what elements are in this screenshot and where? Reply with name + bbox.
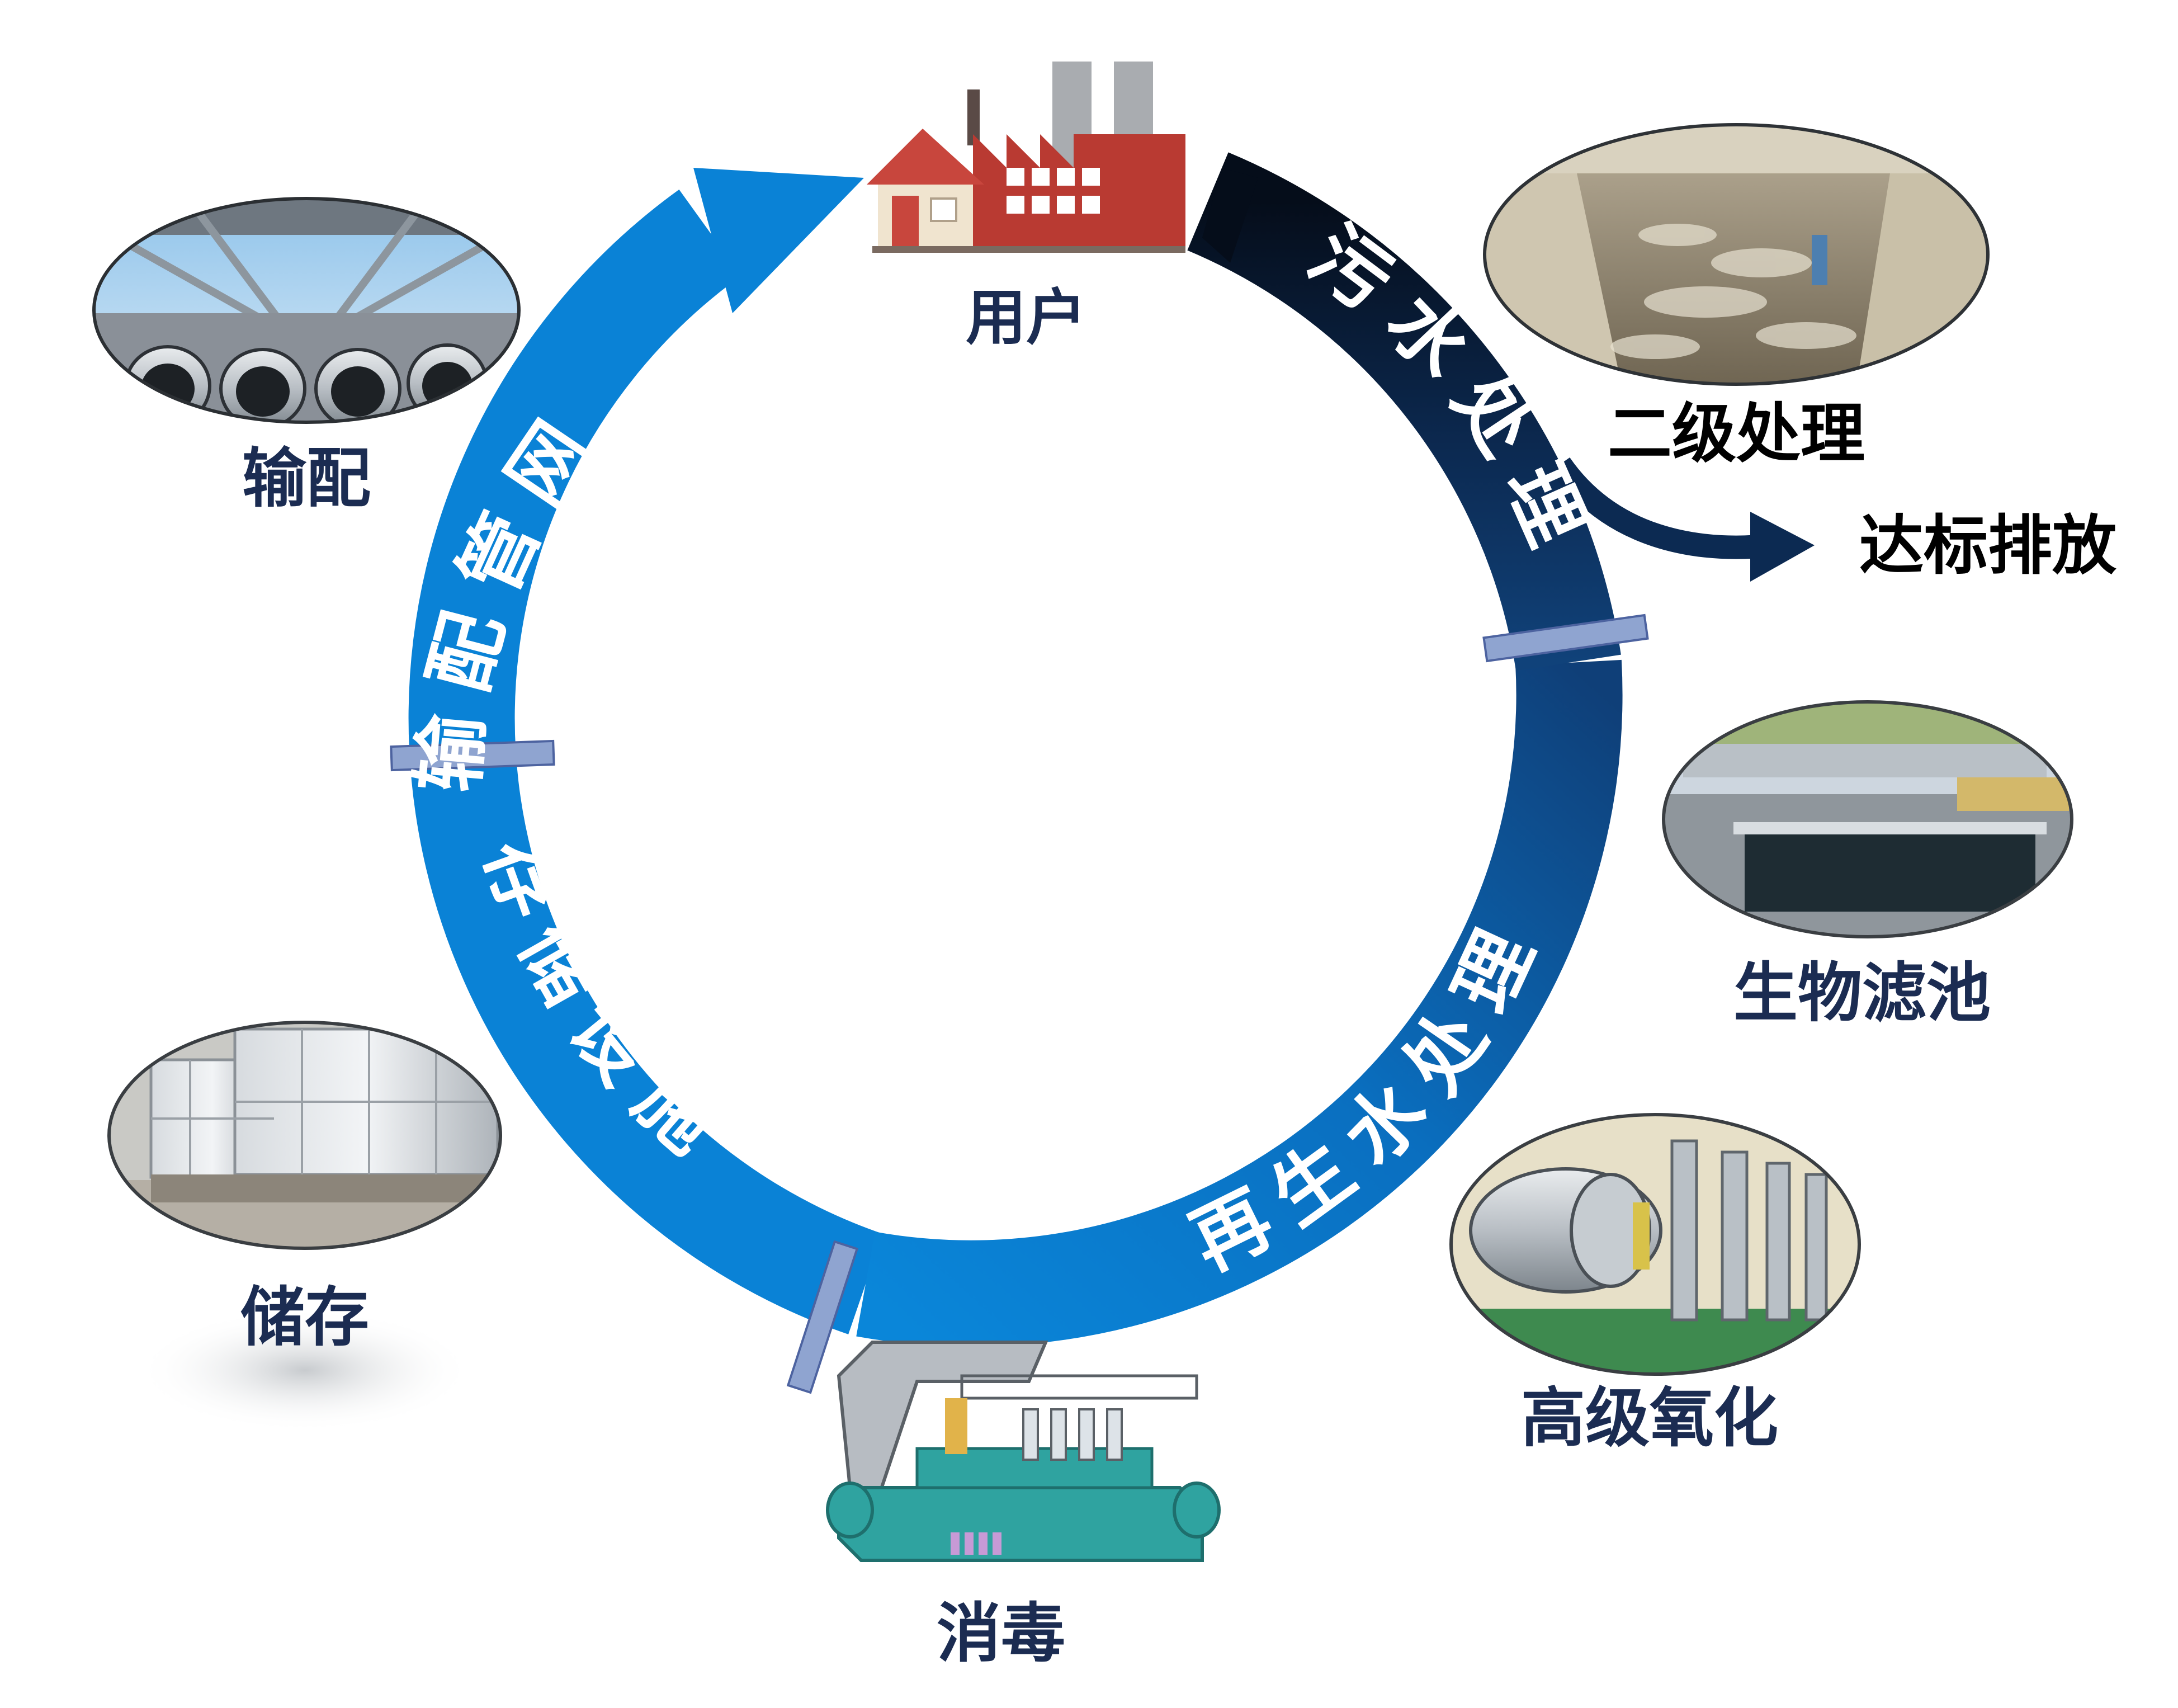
discharge-arrowhead-icon: [1750, 512, 1815, 582]
label-advanced-oxidation: 高级氧化: [1521, 1381, 1778, 1456]
transport-pipes-photo-icon: [92, 197, 521, 424]
secondary-treatment-photo-icon: [1483, 123, 1990, 386]
advanced-oxidation-photo-icon: [1449, 1113, 1861, 1376]
joint-left: [390, 739, 555, 772]
disinfection-uv-unit-icon: [826, 1341, 1221, 1562]
label-transport: 输配: [242, 441, 371, 516]
user-factory-house-icon: [867, 62, 1185, 253]
discharge-arrow: [1550, 457, 1774, 559]
storage-tanks-photo-icon: [107, 1021, 502, 1432]
arc-sewage-start: [1202, 168, 1258, 263]
label-user: 用户: [966, 283, 1086, 353]
joint-bottom: [786, 1240, 859, 1394]
arc-sewage: [1187, 152, 1621, 671]
label-disinfection: 消毒: [937, 1596, 1065, 1671]
joint-right: [1482, 614, 1649, 663]
ring-joints: [390, 614, 1649, 1394]
arc-blue-left: [408, 189, 883, 1334]
label-discharge: 达标排放: [1859, 508, 2116, 583]
arc-reclaimed: [856, 659, 1623, 1347]
label-secondary-treatment: 二级处理: [1608, 397, 1865, 471]
label-storage: 储存: [240, 1280, 369, 1355]
label-biofilter: 生物滤池: [1733, 956, 1991, 1031]
arrow-to-user-icon: [693, 168, 864, 313]
biofilter-photo-icon: [1662, 700, 2073, 938]
